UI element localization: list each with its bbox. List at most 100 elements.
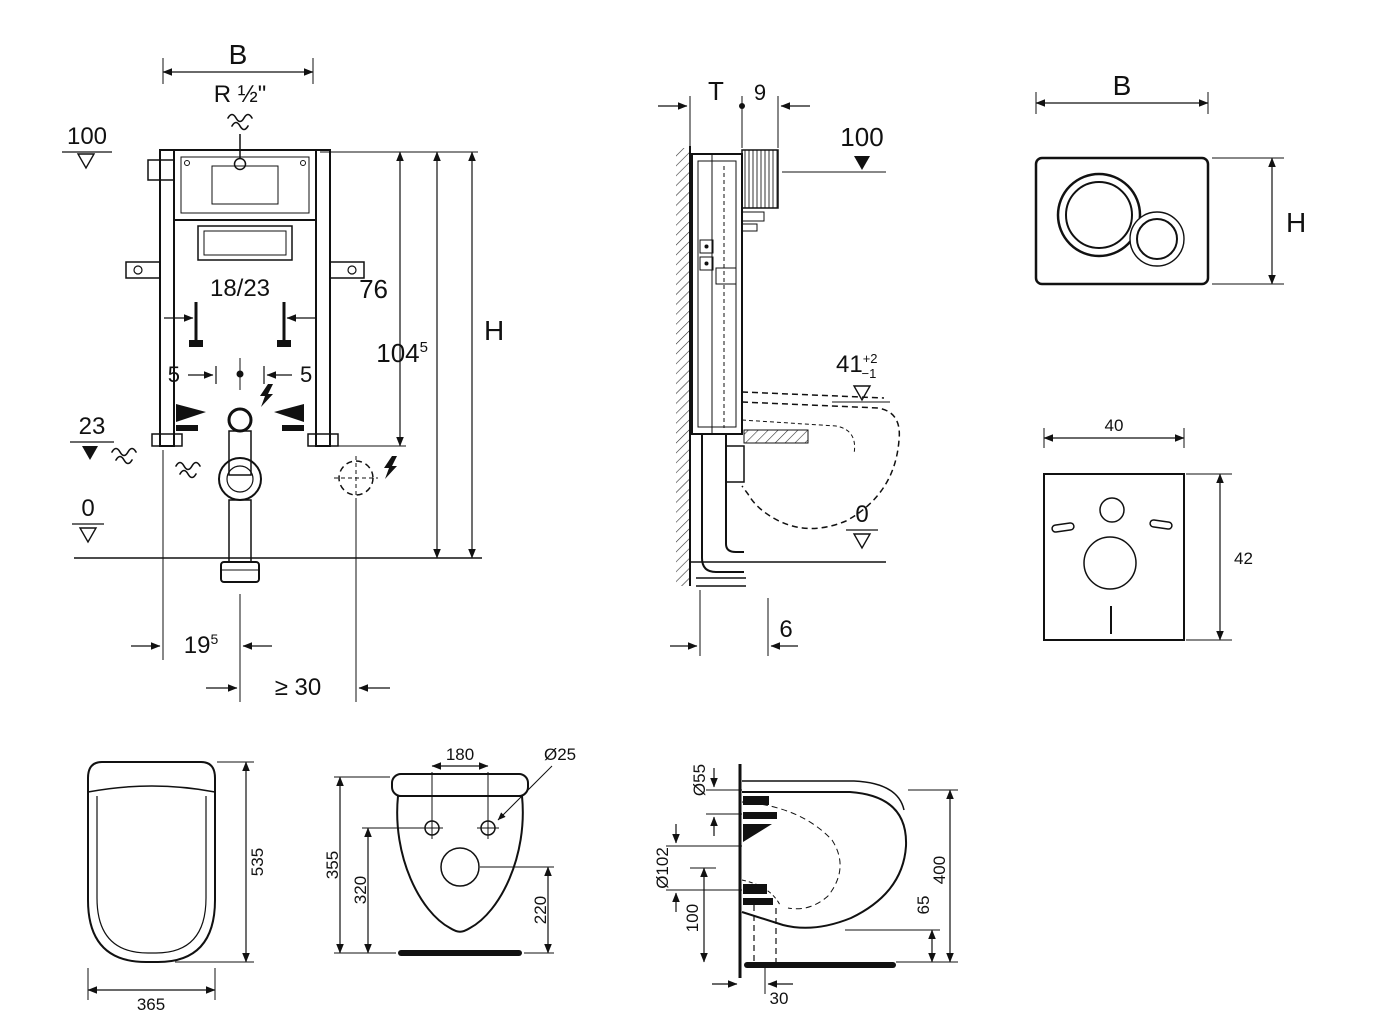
side-dim-T9: T 9 bbox=[658, 76, 810, 148]
side-level-0-label: 0 bbox=[855, 501, 868, 528]
side-dim-6: 6 bbox=[670, 590, 798, 656]
wcfront-hole-height-label: 320 bbox=[351, 876, 370, 904]
open-level-triangle-icon bbox=[76, 153, 96, 170]
filled-level-triangle-icon bbox=[82, 446, 98, 460]
side-dim9-label: 9 bbox=[754, 80, 766, 105]
water-wave-icon bbox=[111, 447, 137, 465]
wcfront-hole-span-label: 180 bbox=[446, 745, 474, 764]
front-fixing-studs bbox=[189, 302, 291, 347]
front-dim195-label: 195 bbox=[184, 631, 219, 659]
pad-dim-40: 40 bbox=[1043, 416, 1185, 448]
water-wave-icon bbox=[175, 461, 201, 479]
insulation-pad-view: 40 42 bbox=[1043, 416, 1253, 641]
small-flush-button bbox=[1129, 211, 1185, 267]
wcside-rim-height-label: 400 bbox=[930, 856, 949, 884]
seat-width-label: 365 bbox=[137, 995, 165, 1014]
side-supply-block bbox=[741, 149, 779, 232]
pad-large-hole bbox=[1083, 536, 1137, 590]
front-dim-195: 195 bbox=[131, 450, 272, 702]
wcside-seat-line bbox=[742, 780, 905, 811]
pad-left-slot bbox=[1051, 522, 1075, 533]
front-level-100: 100 bbox=[62, 123, 175, 181]
insulation-pad-body bbox=[1043, 473, 1185, 641]
front-level-0: 0 bbox=[72, 495, 482, 559]
wcside-dim-d55: Ø55 bbox=[690, 764, 742, 836]
side-wall bbox=[676, 146, 691, 586]
front-dim-5-5: 5 5 bbox=[168, 358, 312, 390]
front-supply-label: R ½" bbox=[214, 81, 267, 108]
lightning-bolt-icon bbox=[384, 456, 397, 479]
wcside-dim-30: 30 bbox=[712, 968, 793, 1008]
frame-side-view: T 9 100 41+2−1 bbox=[658, 76, 901, 656]
seat-dim-365: 365 bbox=[87, 968, 216, 1014]
front-cistern-tank bbox=[173, 149, 317, 221]
seat-outline bbox=[87, 761, 216, 963]
wcfront-dim-320: 320 bbox=[351, 827, 424, 954]
wc-lid bbox=[391, 773, 529, 797]
open-level-triangle-icon bbox=[852, 533, 872, 550]
front-height-label: H bbox=[484, 315, 504, 346]
wcside-offset-label: 30 bbox=[770, 989, 789, 1008]
side-level-0: 0 bbox=[690, 501, 886, 563]
front-level-0-label: 0 bbox=[81, 495, 94, 522]
front-access-box bbox=[197, 225, 293, 261]
wcfront-drain-height-label: 220 bbox=[531, 896, 550, 924]
wcside-drainpipe-dia-label: Ø102 bbox=[653, 847, 672, 889]
pad-width-label: 40 bbox=[1105, 416, 1124, 435]
flush-plate-body bbox=[1034, 156, 1210, 286]
pad-small-hole bbox=[1099, 497, 1125, 523]
wcfront-hole-dia-label: Ø25 bbox=[544, 745, 576, 764]
front-dim5-left-label: 5 bbox=[168, 362, 180, 387]
pad-right-slot bbox=[1149, 519, 1173, 530]
front-dim-min30-label: ≥ 30 bbox=[275, 674, 322, 701]
front-wall-brackets bbox=[125, 261, 365, 279]
lightning-bolt-icon bbox=[260, 384, 273, 407]
side-frame-profile bbox=[691, 153, 743, 435]
seat-length-label: 535 bbox=[248, 848, 267, 876]
wcside-clearance-label: 65 bbox=[914, 896, 933, 915]
flush-plate-view: B H bbox=[1034, 70, 1306, 286]
wcside-dim-100: 100 bbox=[683, 867, 716, 963]
wcside-ground-line bbox=[744, 962, 896, 968]
seat-hinge-seam bbox=[87, 785, 216, 793]
wcside-dim-400: 400 bbox=[908, 789, 958, 963]
front-dim-min30: ≥ 30 bbox=[206, 456, 397, 702]
front-flush-bend bbox=[176, 384, 304, 583]
front-width-label: B bbox=[229, 39, 248, 70]
pad-height-label: 42 bbox=[1234, 549, 1253, 568]
front-frame-structure bbox=[151, 149, 339, 447]
wcside-internals bbox=[741, 796, 841, 962]
wcfront-dim-220: 220 bbox=[480, 866, 554, 954]
wcside-dim-65: 65 bbox=[845, 896, 958, 963]
wcside-dim-d102: Ø102 bbox=[653, 824, 742, 912]
wc-front-ground-line bbox=[398, 950, 522, 956]
seat-top-view: 535 365 bbox=[87, 761, 267, 1014]
seat-dim-535: 535 bbox=[175, 761, 267, 963]
front-level-100-label: 100 bbox=[67, 123, 107, 150]
front-dim-heights: 76 1045 H bbox=[320, 151, 504, 559]
front-dim5-right-label: 5 bbox=[300, 362, 312, 387]
right-hardware bbox=[274, 404, 304, 422]
plate-height-label: H bbox=[1286, 207, 1306, 238]
wc-front-view: 180 Ø25 355 320 220 bbox=[323, 745, 576, 956]
side-dim41-label: 41+2−1 bbox=[836, 351, 878, 381]
wcside-flushpipe-dia-label: Ø55 bbox=[690, 764, 709, 796]
wcside-bowl-outline bbox=[741, 791, 908, 929]
front-level-23-label: 23 bbox=[79, 413, 106, 440]
wc-drain-hole bbox=[440, 847, 480, 887]
wc-fixing-holes bbox=[421, 817, 499, 839]
side-wc-dashed-outline bbox=[741, 391, 901, 530]
wcfront-dim-355: 355 bbox=[323, 776, 396, 954]
side-depth-label: T bbox=[708, 76, 724, 106]
front-dim-B: B bbox=[162, 39, 314, 84]
water-wave-icon bbox=[227, 113, 253, 131]
seat-inner-line bbox=[96, 796, 207, 954]
wcfront-height-label: 355 bbox=[323, 851, 342, 879]
frame-front-view: B R ½" 100 bbox=[62, 39, 504, 702]
pad-dim-42: 42 bbox=[1186, 473, 1253, 641]
side-dim-41: 41+2−1 bbox=[832, 351, 890, 403]
side-level-100: 100 bbox=[782, 122, 886, 173]
plate-dim-B: B bbox=[1035, 70, 1209, 114]
